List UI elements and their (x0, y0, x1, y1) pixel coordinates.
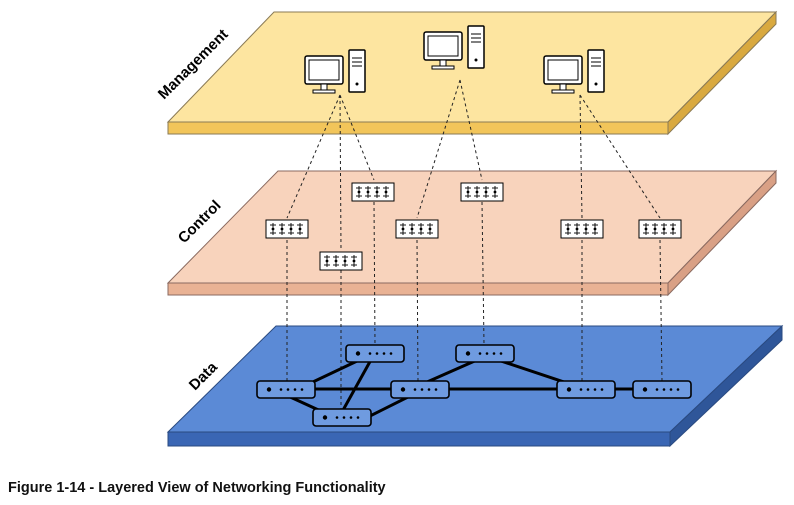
switch-link (340, 357, 374, 413)
figure-caption: Figure 1-14 - Layered View of Networking… (8, 480, 386, 496)
mgmt-link (416, 79, 461, 219)
management-plane-front (167, 121, 669, 135)
controller-chip-icon (395, 219, 439, 239)
mgmt-link (579, 94, 583, 219)
switch-icon (455, 344, 515, 363)
mgmt-link (579, 94, 661, 219)
switch-icon (256, 380, 316, 399)
data-layer: Data (166, 324, 784, 448)
layered-network-diagram: Management Control Data (155, 10, 784, 448)
switch-icon (390, 380, 450, 399)
controller-chip-icon (319, 251, 363, 271)
inter-layer-links (286, 79, 663, 410)
management-layer: Management (155, 10, 778, 136)
control-plane-side (667, 169, 777, 297)
controller-chip-icon (460, 182, 504, 202)
switch-icon (632, 380, 692, 399)
management-plane-side (667, 10, 777, 136)
data-plane-front (167, 431, 671, 447)
mgmt-link (459, 79, 483, 181)
switch-icon (345, 344, 405, 363)
control-plane-front (167, 282, 669, 296)
controller-chip-icon (560, 219, 604, 239)
controller-chip-icon (351, 182, 395, 202)
mgmt-link (339, 94, 342, 251)
data-plane-side (669, 324, 783, 448)
switch-icon (312, 408, 372, 427)
controller-chip-icon (638, 219, 682, 239)
controller-chip-icon (265, 219, 309, 239)
switch-icon (556, 380, 616, 399)
mgmt-link (286, 94, 341, 219)
